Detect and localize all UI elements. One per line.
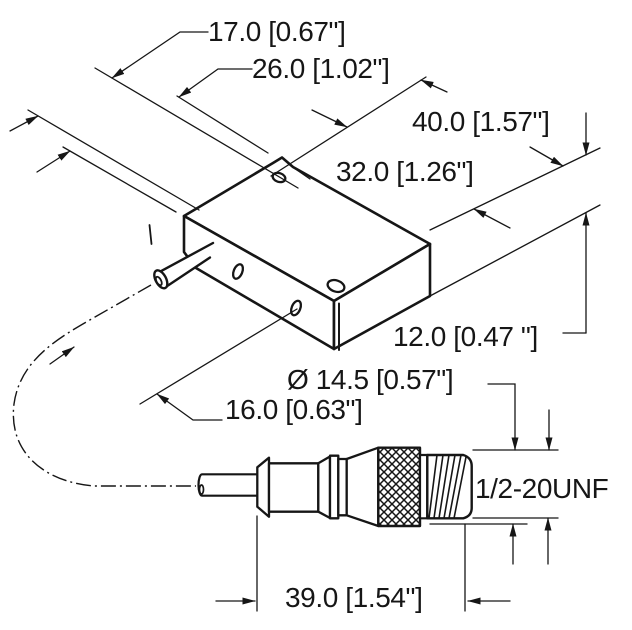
dim-label-26: 26.0 [1.02"]: [252, 53, 389, 84]
dim-label-diameter: Ø 14.5 [0.57"]: [287, 364, 453, 395]
ext-line-26b: [293, 167, 311, 180]
dimension-labels: 17.0 [0.67"] 26.0 [1.02"] 40.0 [1.57"] 3…: [208, 16, 609, 613]
connector-cable-core: [198, 484, 205, 495]
front-hole-left: [231, 263, 245, 280]
dim-label-39: 39.0 [1.54"]: [285, 582, 422, 613]
connector-cable: [197, 473, 259, 497]
block-left-tick: [148, 224, 153, 245]
ext-line-12-bottom: [429, 204, 601, 297]
cable-stub-core: [154, 275, 163, 287]
ext-line-12-top: [429, 147, 601, 231]
connector: [197, 446, 473, 528]
connector-knurl: [377, 446, 422, 528]
dim-label-16: 16.0 [0.63"]: [225, 394, 362, 425]
block-front-face: [182, 214, 336, 351]
arrow-ref-outer: [9, 115, 39, 132]
arrow-40-end: [420, 79, 448, 93]
top-hole-front: [326, 278, 346, 294]
leader-17: [111, 31, 209, 79]
ext-line-ref-outer: [27, 109, 200, 211]
cable-stub: [153, 241, 215, 290]
dim-label-thread: 1/2-20UNF: [475, 473, 608, 504]
arrow-32-right: [529, 146, 564, 167]
dim-label-40: 40.0 [1.57"]: [412, 106, 549, 137]
connector-boot: [267, 462, 320, 513]
dimension-lines: [9, 31, 601, 612]
dim-line-40: [270, 76, 427, 177]
dim-label-17: 17.0 [0.67"]: [208, 16, 345, 47]
arrow-ref-inner: [36, 150, 71, 173]
sensor-block: [148, 156, 432, 351]
dim-label-12: 12.0 [0.47 "]: [393, 321, 538, 352]
connector-ring1: [328, 454, 340, 520]
leader-16: [156, 393, 223, 421]
ext-line-17: [94, 67, 299, 189]
ext-line-ref-inner: [62, 146, 177, 213]
arrow-40-mid: [311, 109, 348, 128]
leader-26: [178, 68, 253, 98]
connector-ring2: [337, 457, 348, 517]
ext-line-16: [139, 308, 298, 405]
arrow-curve: [49, 346, 75, 365]
connector-cone: [345, 446, 380, 528]
cable-centerline: [12, 284, 196, 487]
leader-dia: [487, 383, 519, 451]
thread-hatching: [428, 454, 467, 520]
arrow-32-left: [473, 208, 511, 229]
ext-line-26a: [176, 95, 269, 154]
connector-flange: [256, 456, 271, 518]
connector-step: [317, 455, 332, 520]
dim-label-32: 32.0 [1.26"]: [336, 156, 473, 187]
